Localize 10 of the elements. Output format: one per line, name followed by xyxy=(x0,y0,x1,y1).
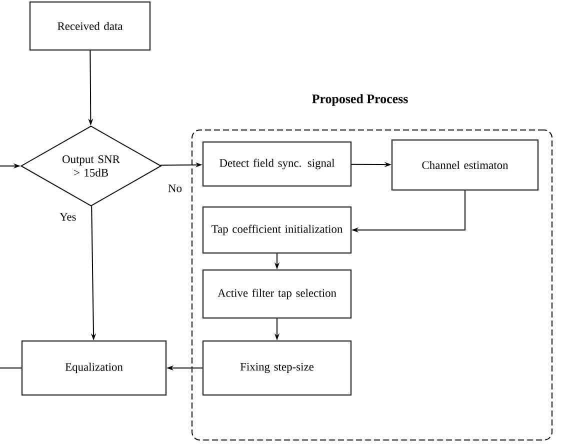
group-title: Proposed Process xyxy=(312,94,408,106)
edge-label: Yes xyxy=(58,212,78,222)
process-box: Detect field sync. signal xyxy=(202,142,352,186)
process-box: Active filter tap selection xyxy=(202,270,352,318)
process-box: Fixing step-size xyxy=(202,340,352,396)
process-box: Received data xyxy=(30,2,150,50)
process-box: Tap coefficient initialization xyxy=(202,206,352,254)
edge-label: No xyxy=(167,184,184,194)
process-box: Channel estimaton xyxy=(392,140,538,190)
process-box: Equalization xyxy=(22,340,166,396)
